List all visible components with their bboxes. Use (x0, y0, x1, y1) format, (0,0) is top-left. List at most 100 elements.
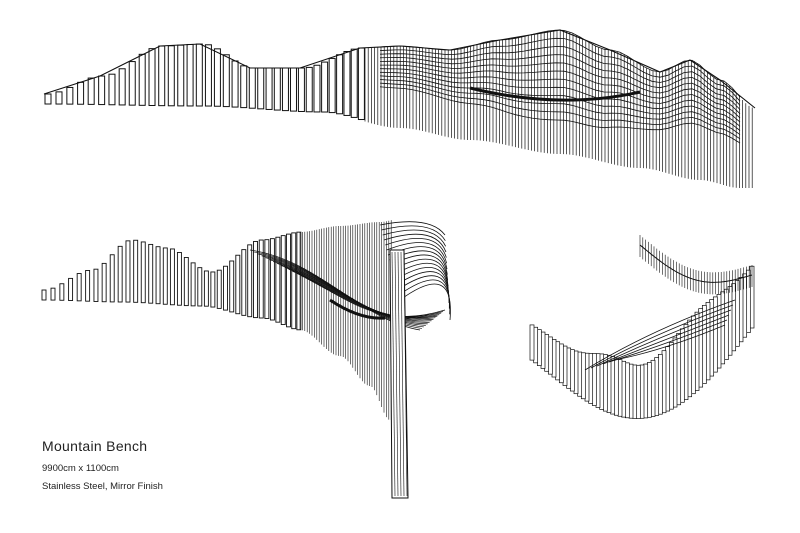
bench-slat (87, 77, 95, 105)
bench-slat (273, 67, 281, 111)
bench-slat (93, 268, 99, 302)
plate-edge (394, 251, 399, 497)
curl-line (386, 242, 448, 264)
bench-slat (128, 61, 136, 106)
bench-slat (296, 231, 302, 331)
bench-slat (108, 73, 116, 106)
bench-slat (350, 48, 358, 118)
bench-slat (240, 65, 248, 109)
bench-slat (269, 238, 275, 321)
contour-line (379, 46, 741, 106)
curl-line (379, 221, 446, 236)
bench-slat (76, 273, 82, 302)
bench-slat (248, 67, 256, 109)
bench-slat (197, 267, 203, 307)
bench-slat (336, 54, 344, 115)
bench-slat (223, 265, 228, 311)
bench-slat (195, 43, 203, 107)
contour-line (292, 270, 442, 318)
bench-slat (125, 240, 131, 303)
bench-slat (280, 235, 286, 326)
bench-slat (77, 81, 85, 105)
curl-line (398, 279, 451, 315)
contour-line (379, 54, 741, 110)
seat-shadow (329, 298, 386, 320)
bench-slat (321, 61, 329, 113)
contour-line (379, 86, 741, 144)
dimensions-text: 9900cm x 1100cm (42, 463, 119, 474)
bench-slat (275, 236, 281, 323)
contour-line (608, 319, 728, 363)
bench-slat (247, 244, 253, 318)
curl-line (385, 238, 447, 258)
seat-shadow (469, 86, 641, 102)
bench-slat (210, 271, 216, 308)
contour-line (379, 37, 741, 102)
top-outline (43, 29, 756, 109)
bench-slat (235, 254, 241, 315)
bench-slat (241, 249, 247, 316)
bench-slat (177, 44, 185, 107)
bench-slat (258, 239, 264, 319)
curl-line (399, 283, 451, 321)
bench-slat (98, 75, 106, 106)
bench-slat (305, 66, 313, 113)
contour-line (590, 304, 734, 369)
bench-slat (167, 45, 175, 107)
bench-slat (265, 67, 273, 110)
bench-slat (313, 64, 321, 113)
plate-edge (391, 251, 396, 497)
bench-slat (286, 233, 291, 328)
bench-slat (297, 67, 305, 112)
bench-slat (148, 243, 154, 304)
contour-line (379, 75, 741, 131)
curl-line (382, 229, 447, 247)
bench-slat (85, 270, 91, 302)
plate-edge (400, 251, 405, 497)
bench-slat (222, 54, 230, 108)
bench-slat (281, 67, 289, 112)
bench-slat (155, 246, 161, 305)
contour-line (379, 79, 741, 135)
bench-slat (529, 324, 535, 361)
bench-slat (231, 60, 239, 108)
curl-line (381, 225, 446, 241)
perspective-view-right (529, 235, 755, 419)
bench-slat (264, 239, 270, 319)
front-elevation-view (43, 29, 756, 188)
bench-slat (203, 270, 209, 307)
contour-line (584, 299, 736, 371)
contour-line (288, 268, 440, 318)
bench-slat (138, 53, 146, 106)
bench-slat (176, 252, 182, 306)
bench-slat (190, 262, 196, 307)
bench-slat (169, 248, 175, 306)
bench-slat (59, 283, 65, 301)
bench-slat (41, 289, 47, 301)
bench-slat (66, 86, 74, 105)
bench-slat (357, 47, 365, 121)
project-title: Mountain Bench (42, 438, 148, 454)
bench-slat (109, 254, 115, 303)
bench-slat (291, 232, 297, 330)
bench-slat (213, 48, 221, 107)
bench-slat (68, 277, 74, 301)
plate-edge (397, 251, 402, 497)
bench-slat (101, 262, 107, 303)
material-text: Stainless Steel, Mirror Finish (42, 481, 163, 492)
bench-slat (328, 57, 336, 114)
bench-slat (117, 245, 123, 303)
contour-line (380, 64, 741, 119)
bench-slat (55, 91, 63, 105)
ridge-outline (639, 244, 753, 283)
contour-line (379, 71, 741, 127)
plate-edge (403, 251, 408, 497)
perspective-view-left (41, 220, 451, 499)
bench-slat (257, 67, 265, 110)
bench-slat (204, 44, 212, 107)
curl-line (383, 233, 447, 253)
bench-slat (44, 93, 52, 105)
contour-line (379, 82, 741, 140)
bench-slat (140, 241, 146, 304)
